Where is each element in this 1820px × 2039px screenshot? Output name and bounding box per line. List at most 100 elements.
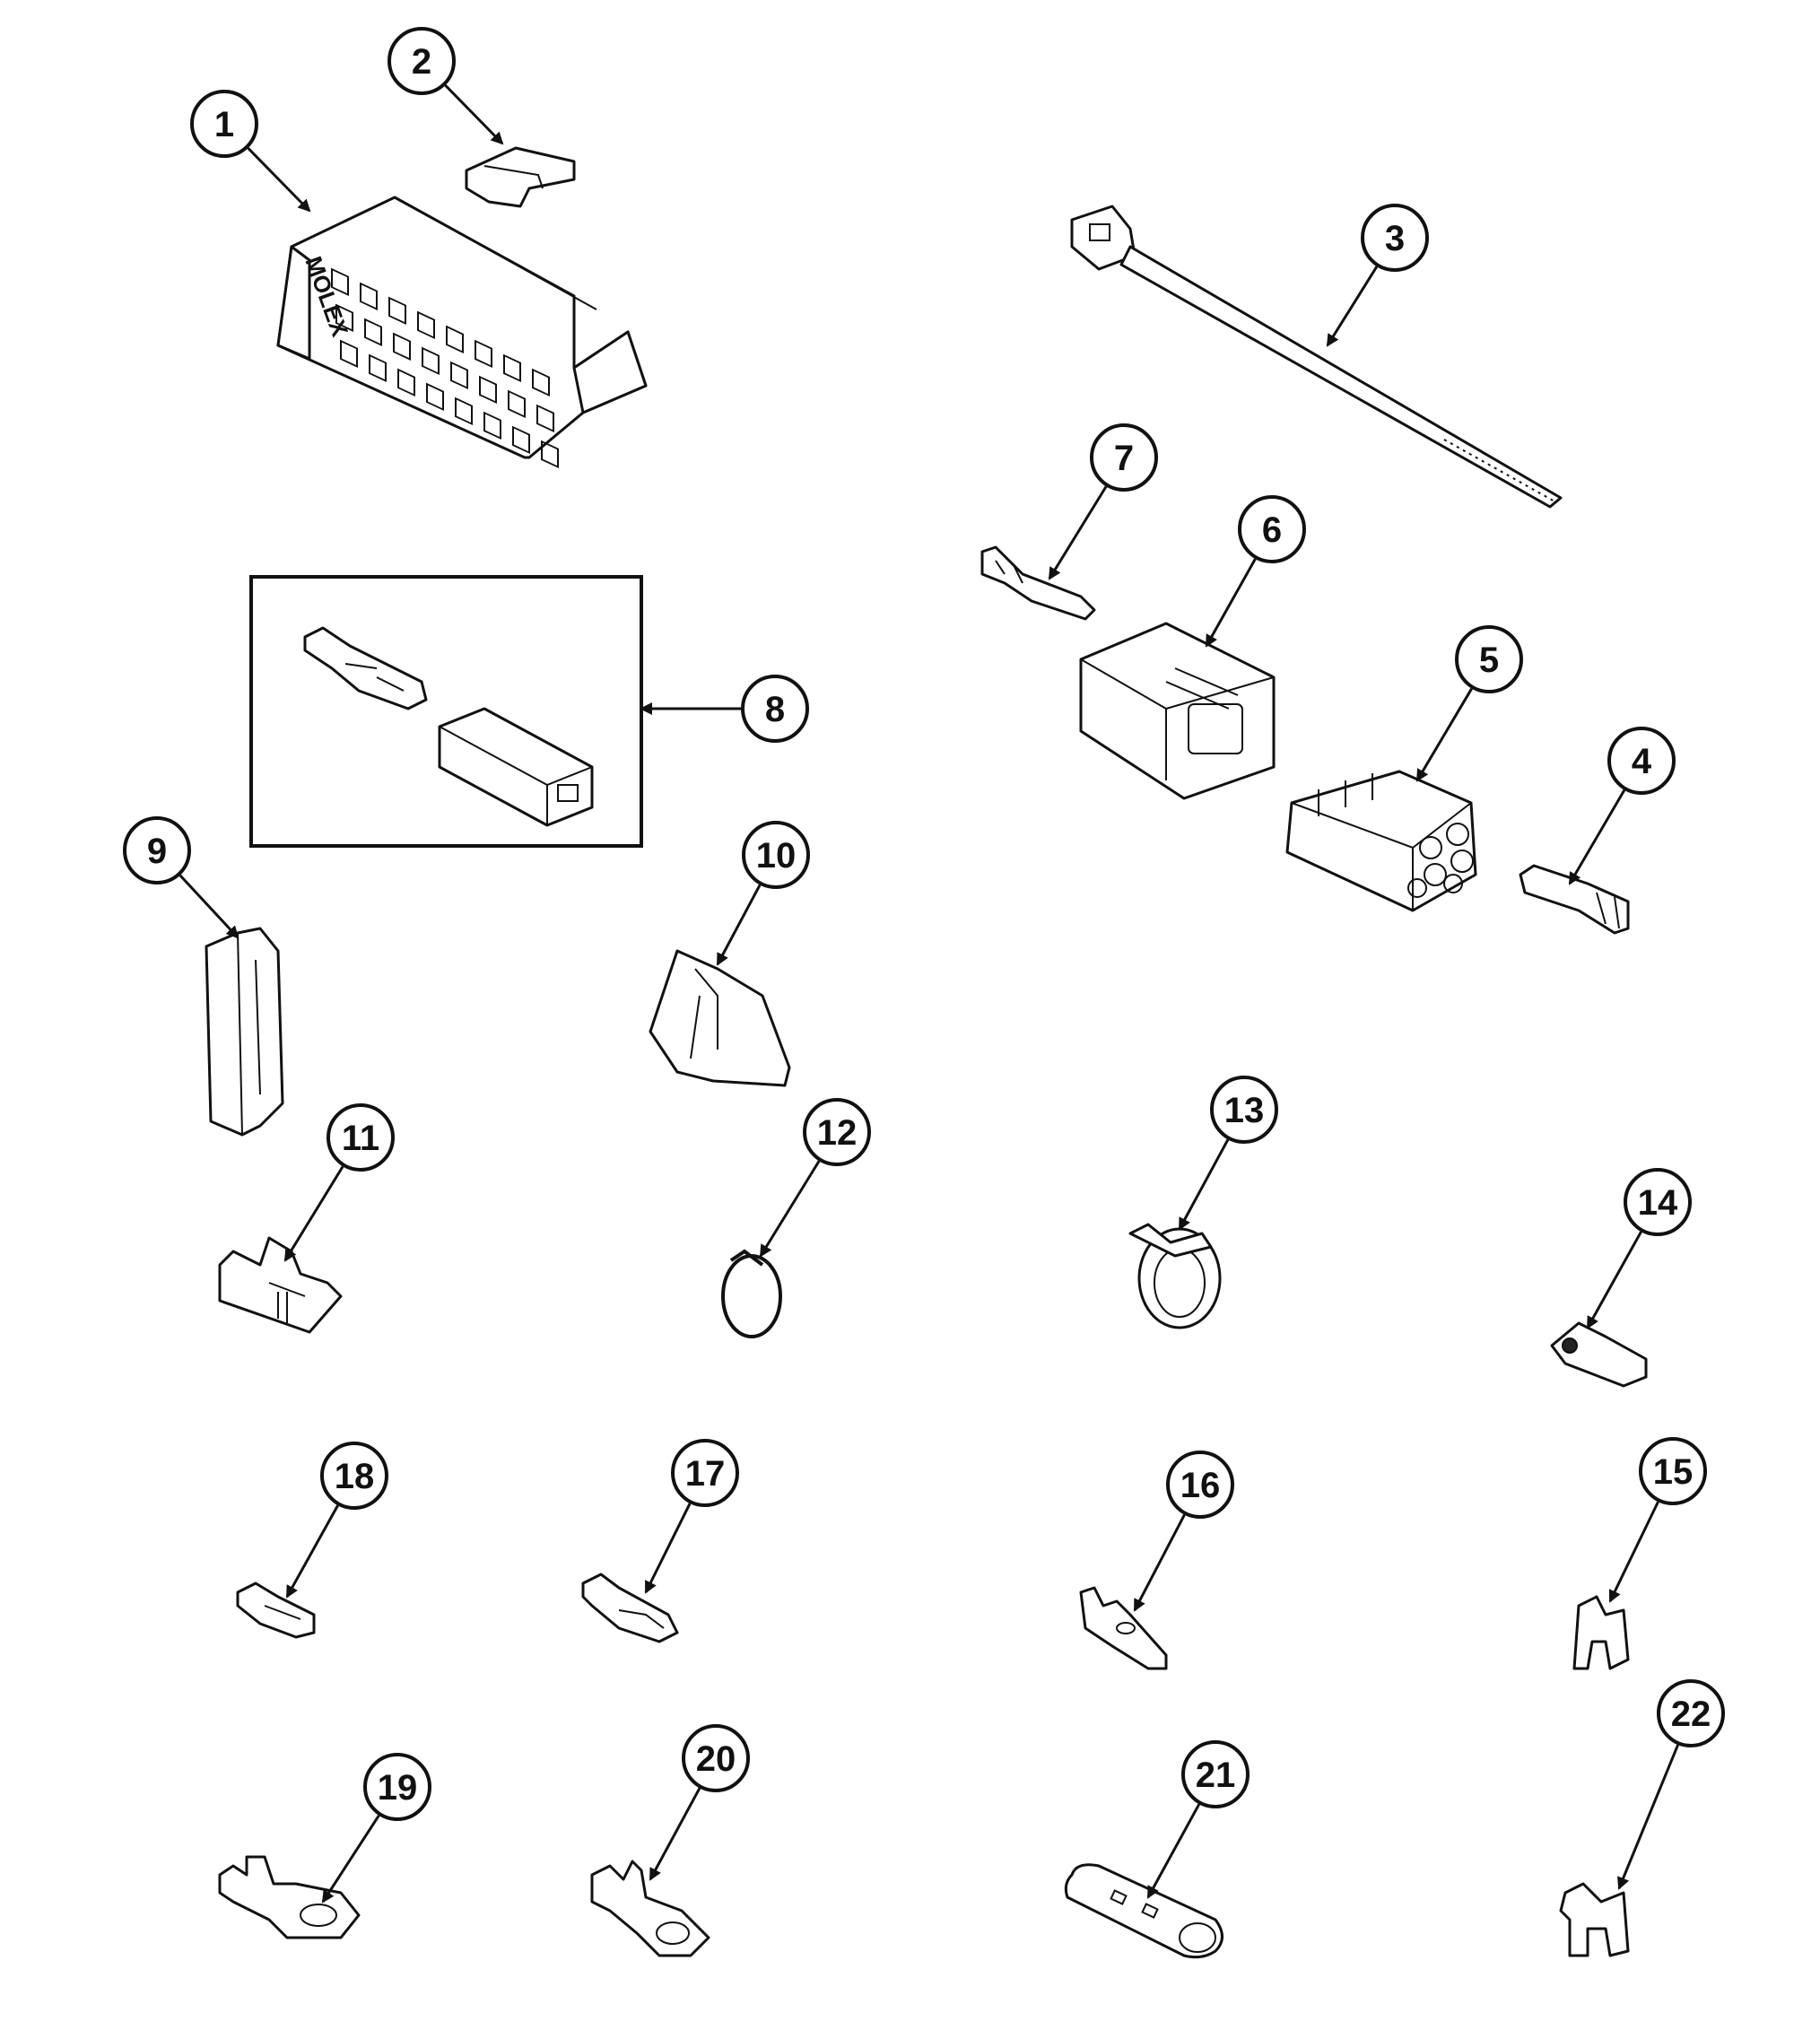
leader-line-14: [1586, 1231, 1642, 1329]
callout-16: 16: [1166, 1451, 1234, 1519]
part-10-clamp: [649, 949, 791, 1087]
callout-8: 8: [741, 675, 809, 743]
callout-circle: [123, 816, 191, 884]
callout-circle: [1210, 1076, 1278, 1144]
callout-11: 11: [327, 1103, 395, 1172]
part-13-ring-clamp: [1128, 1223, 1222, 1329]
callout-3: 3: [1361, 204, 1429, 272]
part-21-butt-splice: [1064, 1863, 1223, 1959]
callout-circle: [1639, 1437, 1707, 1505]
pin-cavity: [536, 404, 554, 433]
pin-cavity: [446, 325, 464, 354]
callout-circle: [741, 675, 809, 743]
callout-circle: [671, 1439, 739, 1507]
callout-circle: [327, 1103, 395, 1172]
leader-lines: [179, 84, 1679, 1904]
callout-number: 6: [1262, 510, 1282, 550]
leader-line-21: [1146, 1803, 1201, 1899]
callout-number: 21: [1196, 1756, 1236, 1795]
callout-number: 9: [147, 832, 167, 871]
callout-number: 1: [214, 105, 234, 144]
pin-cavity: [335, 303, 353, 332]
callout-4: 4: [1607, 727, 1676, 795]
callout-10: 10: [742, 821, 810, 889]
pin-cavity: [417, 310, 435, 340]
pin-cavity: [426, 382, 444, 412]
callout-circle: [1657, 1679, 1725, 1747]
pin-cavity: [393, 332, 411, 361]
callout-20: 20: [682, 1724, 750, 1792]
pin-cavity: [422, 346, 440, 376]
part-8-terminal: [303, 626, 428, 710]
callout-circle: [742, 821, 810, 889]
leader-line-11: [283, 1165, 344, 1262]
pin-cavity: [503, 353, 521, 383]
leader-line-12: [759, 1160, 821, 1258]
callout-number: 2: [412, 42, 431, 82]
callout-circle: [1166, 1451, 1234, 1519]
leader-line-18: [285, 1504, 339, 1599]
pin-cavity: [450, 361, 468, 390]
pin-cavity: [388, 296, 406, 325]
callout-number: 11: [342, 1119, 379, 1158]
part-17-terminal: [581, 1573, 679, 1643]
callout-number: 4: [1632, 742, 1652, 781]
pin-cavity: [360, 282, 378, 310]
leader-line-10: [716, 884, 762, 966]
callout-13: 13: [1210, 1076, 1278, 1144]
part-15-terminal: [1572, 1595, 1630, 1670]
callout-15: 15: [1639, 1437, 1707, 1505]
callout-circle: [682, 1724, 750, 1792]
callout-circle: [1090, 423, 1158, 492]
pin-cavity: [369, 353, 387, 382]
leader-line-22: [1617, 1744, 1679, 1890]
part-14-terminal: [1550, 1321, 1648, 1388]
part-16-terminal: [1079, 1586, 1168, 1670]
part-4-pin-terminal: [1519, 864, 1630, 935]
callout-circle: [1607, 727, 1676, 795]
part-6-housing: [1079, 622, 1276, 800]
callout-5: 5: [1455, 625, 1523, 693]
callout-number: 5: [1479, 640, 1499, 680]
callout-circle: [1624, 1168, 1692, 1236]
part-9-clip: [205, 927, 284, 1137]
callout-7: 7: [1090, 423, 1158, 492]
part-3-cable-tie: [1070, 205, 1563, 509]
callout-1: 1: [190, 90, 258, 158]
callout-22: 22: [1657, 1679, 1725, 1747]
callout-circle: [803, 1098, 871, 1166]
pin-cavity: [541, 440, 559, 469]
callout-9: 9: [123, 816, 191, 884]
callout-circle: [1181, 1740, 1250, 1808]
callout-number: 18: [335, 1457, 375, 1496]
callout-21: 21: [1181, 1740, 1250, 1808]
leader-line-1: [247, 147, 311, 213]
leader-line-17: [644, 1503, 692, 1594]
callout-number: 14: [1638, 1183, 1678, 1223]
callout-number: 15: [1653, 1452, 1694, 1492]
part-2-clip: [465, 146, 576, 208]
leader-line-7: [1048, 485, 1108, 580]
callout-number: 16: [1180, 1466, 1221, 1505]
callout-circle: [388, 27, 456, 95]
leader-line-2: [444, 84, 504, 145]
callout-14: 14: [1624, 1168, 1692, 1236]
callout-number: 3: [1385, 219, 1405, 258]
pin-cavity: [455, 396, 473, 426]
part-8-insulator: [438, 707, 594, 827]
pin-cavity: [508, 389, 526, 419]
part-18-terminal: [236, 1582, 316, 1639]
callout-number: 22: [1671, 1695, 1711, 1734]
part-5-plug: [1285, 770, 1477, 912]
callout-number: 13: [1224, 1091, 1265, 1130]
part-20-ring-terminal: [590, 1860, 710, 1957]
pin-cavity: [483, 411, 501, 440]
callout-circle: [1455, 625, 1523, 693]
callout-19: 19: [363, 1753, 431, 1821]
callout-circle: [363, 1753, 431, 1821]
callout-circle: [320, 1442, 388, 1510]
leader-line-19: [321, 1815, 380, 1904]
pin-cavity: [397, 368, 415, 396]
callout-number: 17: [685, 1454, 726, 1494]
